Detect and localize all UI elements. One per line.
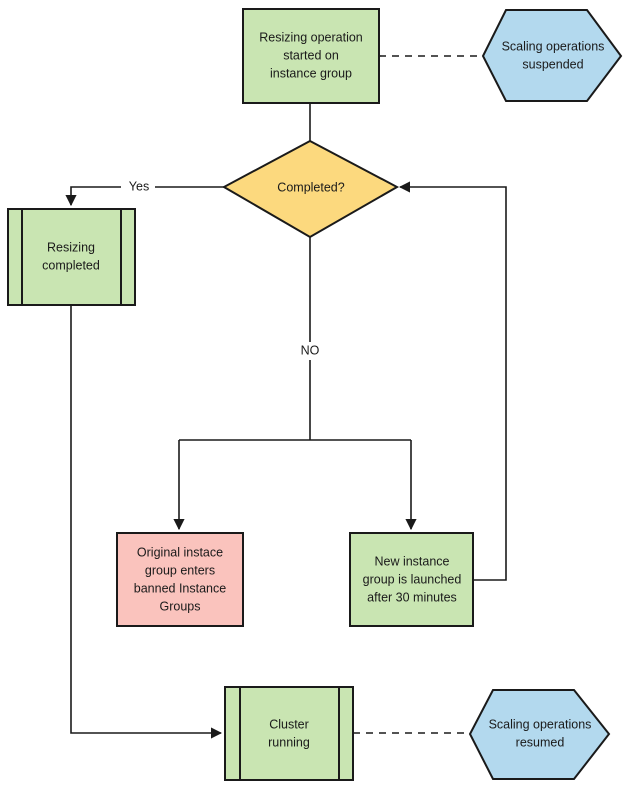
edge-label-yes: Yes [129, 179, 149, 193]
connector-retry-loop [398, 181, 507, 581]
completed-decision-diamond [221, 139, 400, 239]
cluster-running-line-1: Cluster [269, 717, 309, 731]
original-group-banned-line-2: group enters [145, 563, 215, 577]
scaling-suspended-line-1: Scaling operations [502, 39, 605, 53]
resizing-completed-line-2: completed [42, 258, 100, 272]
connector-completed-to-cluster [70, 305, 223, 739]
scaling-resumed-line-1: Scaling operations [489, 717, 592, 731]
scaling-resumed-hexagon [468, 689, 611, 780]
edge-label-no: NO [301, 343, 320, 357]
new-group-launched-line-1: New instance [374, 554, 449, 568]
scaling-suspended-hexagon [481, 9, 623, 102]
resizing-completed-box [7, 208, 136, 306]
original-group-banned-line-4: Groups [160, 599, 201, 613]
resizing-started-line-1: Resizing operation [259, 30, 363, 44]
node-resizing-completed[interactable]: Resizing completed [7, 208, 136, 306]
connector-yes-branch [65, 186, 225, 207]
cluster-running-box [224, 686, 354, 781]
resizing-completed-line-1: Resizing [47, 240, 95, 254]
new-group-launched-box [349, 532, 474, 627]
scaling-resumed-line-2: resumed [516, 735, 565, 749]
node-resizing-started[interactable]: Resizing operation started on instance g… [242, 8, 380, 104]
no-label-backdrop [292, 342, 328, 360]
resizing-started-line-2: started on [283, 48, 339, 62]
original-group-banned-box [116, 532, 244, 627]
resizing-started-box [242, 8, 380, 104]
completed-decision-label: Completed? [277, 180, 344, 194]
original-group-banned-line-1: Original instace [137, 545, 223, 559]
node-completed-decision[interactable]: Completed? [221, 139, 400, 239]
node-scaling-resumed[interactable]: Scaling operations resumed [468, 689, 611, 780]
new-group-launched-line-3: after 30 minutes [367, 590, 457, 604]
resizing-started-line-3: instance group [270, 66, 352, 80]
node-cluster-running[interactable]: Cluster running [224, 686, 354, 781]
original-group-banned-line-3: banned Instance [134, 581, 226, 595]
node-new-group-launched[interactable]: New instance group is launched after 30 … [349, 532, 474, 627]
node-original-group-banned[interactable]: Original instace group enters banned Ins… [116, 532, 244, 627]
scaling-suspended-line-2: suspended [522, 57, 583, 71]
yes-label-backdrop [121, 178, 155, 196]
cluster-running-line-2: running [268, 735, 310, 749]
new-group-launched-line-2: group is launched [363, 572, 462, 586]
node-scaling-suspended[interactable]: Scaling operations suspended [481, 9, 623, 102]
